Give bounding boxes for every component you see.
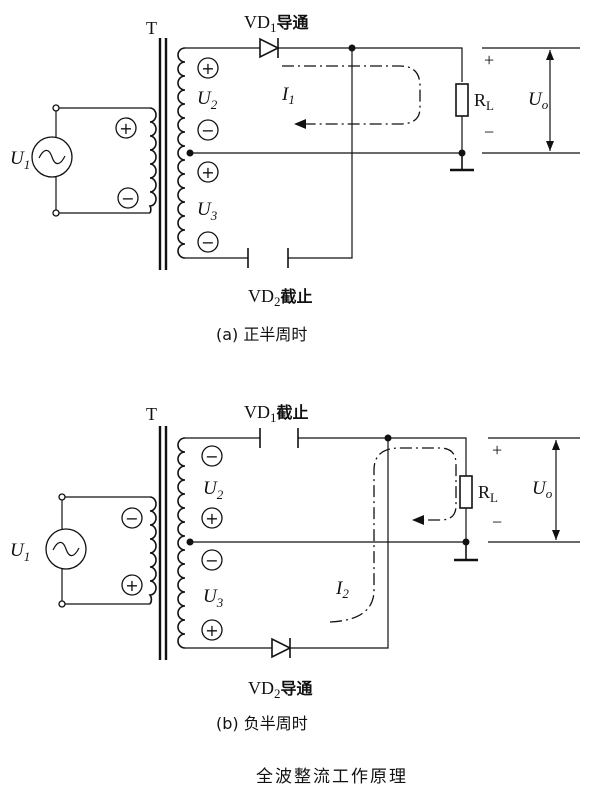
figure-title: 全波整流工作原理 [256, 767, 408, 787]
polarity-sign: + [205, 621, 218, 640]
polarity-marker [201, 507, 223, 529]
diode-vd2-b [271, 637, 292, 659]
primary-coil-a [148, 107, 157, 214]
diode2-label-a: VD2截止 [248, 286, 313, 309]
load-label-a: RL [474, 90, 494, 113]
wire [278, 47, 463, 82]
polarity-marker [121, 507, 143, 529]
junction-dot [186, 149, 194, 157]
load-label-b: RL [478, 482, 498, 505]
polarity-sign: − [205, 447, 218, 466]
winding-u2-label: U2 [197, 88, 218, 112]
polarity-marker [197, 231, 219, 253]
winding-u2-label: U2 [203, 478, 224, 502]
polarity-sign: + [119, 119, 132, 138]
caption-a: (a) 正半周时 [216, 325, 307, 344]
source-label-b: U1 [10, 540, 30, 564]
polarity-marker [197, 57, 219, 79]
junction-dot [186, 538, 194, 546]
diagram-b: U1 − + T − + − + U2 U3 VD1截止 [10, 402, 580, 733]
junction-dot [462, 538, 470, 546]
output-label-a: Uo [528, 89, 549, 112]
arrow-head [552, 530, 560, 540]
arrow-head [546, 50, 554, 60]
polarity-sign: − [121, 189, 134, 208]
sine-icon [52, 541, 80, 557]
current-label-a: I1 [281, 84, 295, 107]
terminal [58, 493, 66, 501]
primary-coil-b [148, 496, 157, 605]
polarity-sign: − [201, 121, 214, 140]
output-plus: + [492, 440, 502, 460]
arrow-head [546, 141, 554, 151]
polarity-marker [197, 161, 219, 183]
arrow-head [294, 119, 306, 129]
polarity-marker [201, 445, 223, 467]
polarity-marker [201, 549, 223, 571]
wire [288, 48, 353, 259]
secondary-coil-b [177, 437, 186, 649]
caption-b: (b) 负半周时 [216, 714, 308, 733]
transformer-label: T [146, 18, 157, 38]
polarity-sign: − [125, 509, 138, 528]
polarity-marker [197, 119, 219, 141]
current-path-i2 [329, 447, 457, 623]
arrow-head [412, 515, 424, 525]
polarity-marker [121, 574, 143, 596]
sine-icon [38, 149, 66, 165]
polarity-marker [115, 117, 137, 139]
diode1-label-a: VD1导通 [244, 12, 309, 35]
terminal [52, 104, 60, 112]
output-plus: + [484, 50, 494, 70]
secondary-coil-a [177, 47, 186, 259]
diode2-label-b: VD2导通 [248, 678, 313, 701]
load-resistor-b [459, 475, 473, 509]
polarity-sign: + [125, 576, 138, 595]
junction-dot [458, 149, 466, 157]
load-resistor-a [455, 83, 469, 117]
current-path-i1 [282, 65, 421, 125]
source-label-a: U1 [10, 148, 30, 172]
output-minus: − [484, 122, 494, 142]
polarity-sign: − [201, 233, 214, 252]
current-label-b: I2 [335, 578, 349, 601]
diode-vd1-a [259, 37, 280, 59]
wire [298, 437, 467, 476]
arrow-head [552, 440, 560, 450]
diagram-a: U1 + − T + − + − U2 U3 [10, 12, 580, 344]
winding-u3-label: U3 [203, 586, 224, 610]
polarity-sign: + [201, 163, 214, 182]
output-minus: − [492, 512, 502, 532]
polarity-sign: − [205, 551, 218, 570]
polarity-sign: + [201, 59, 214, 78]
terminal [58, 600, 66, 608]
wire [290, 438, 389, 649]
winding-u3-label: U3 [197, 199, 218, 223]
output-label-b: Uo [532, 478, 553, 501]
polarity-marker [201, 619, 223, 641]
polarity-marker [117, 187, 139, 209]
diode1-label-b: VD1截止 [244, 402, 309, 425]
transformer-label: T [146, 404, 157, 424]
terminal [52, 209, 60, 217]
polarity-sign: + [205, 509, 218, 528]
